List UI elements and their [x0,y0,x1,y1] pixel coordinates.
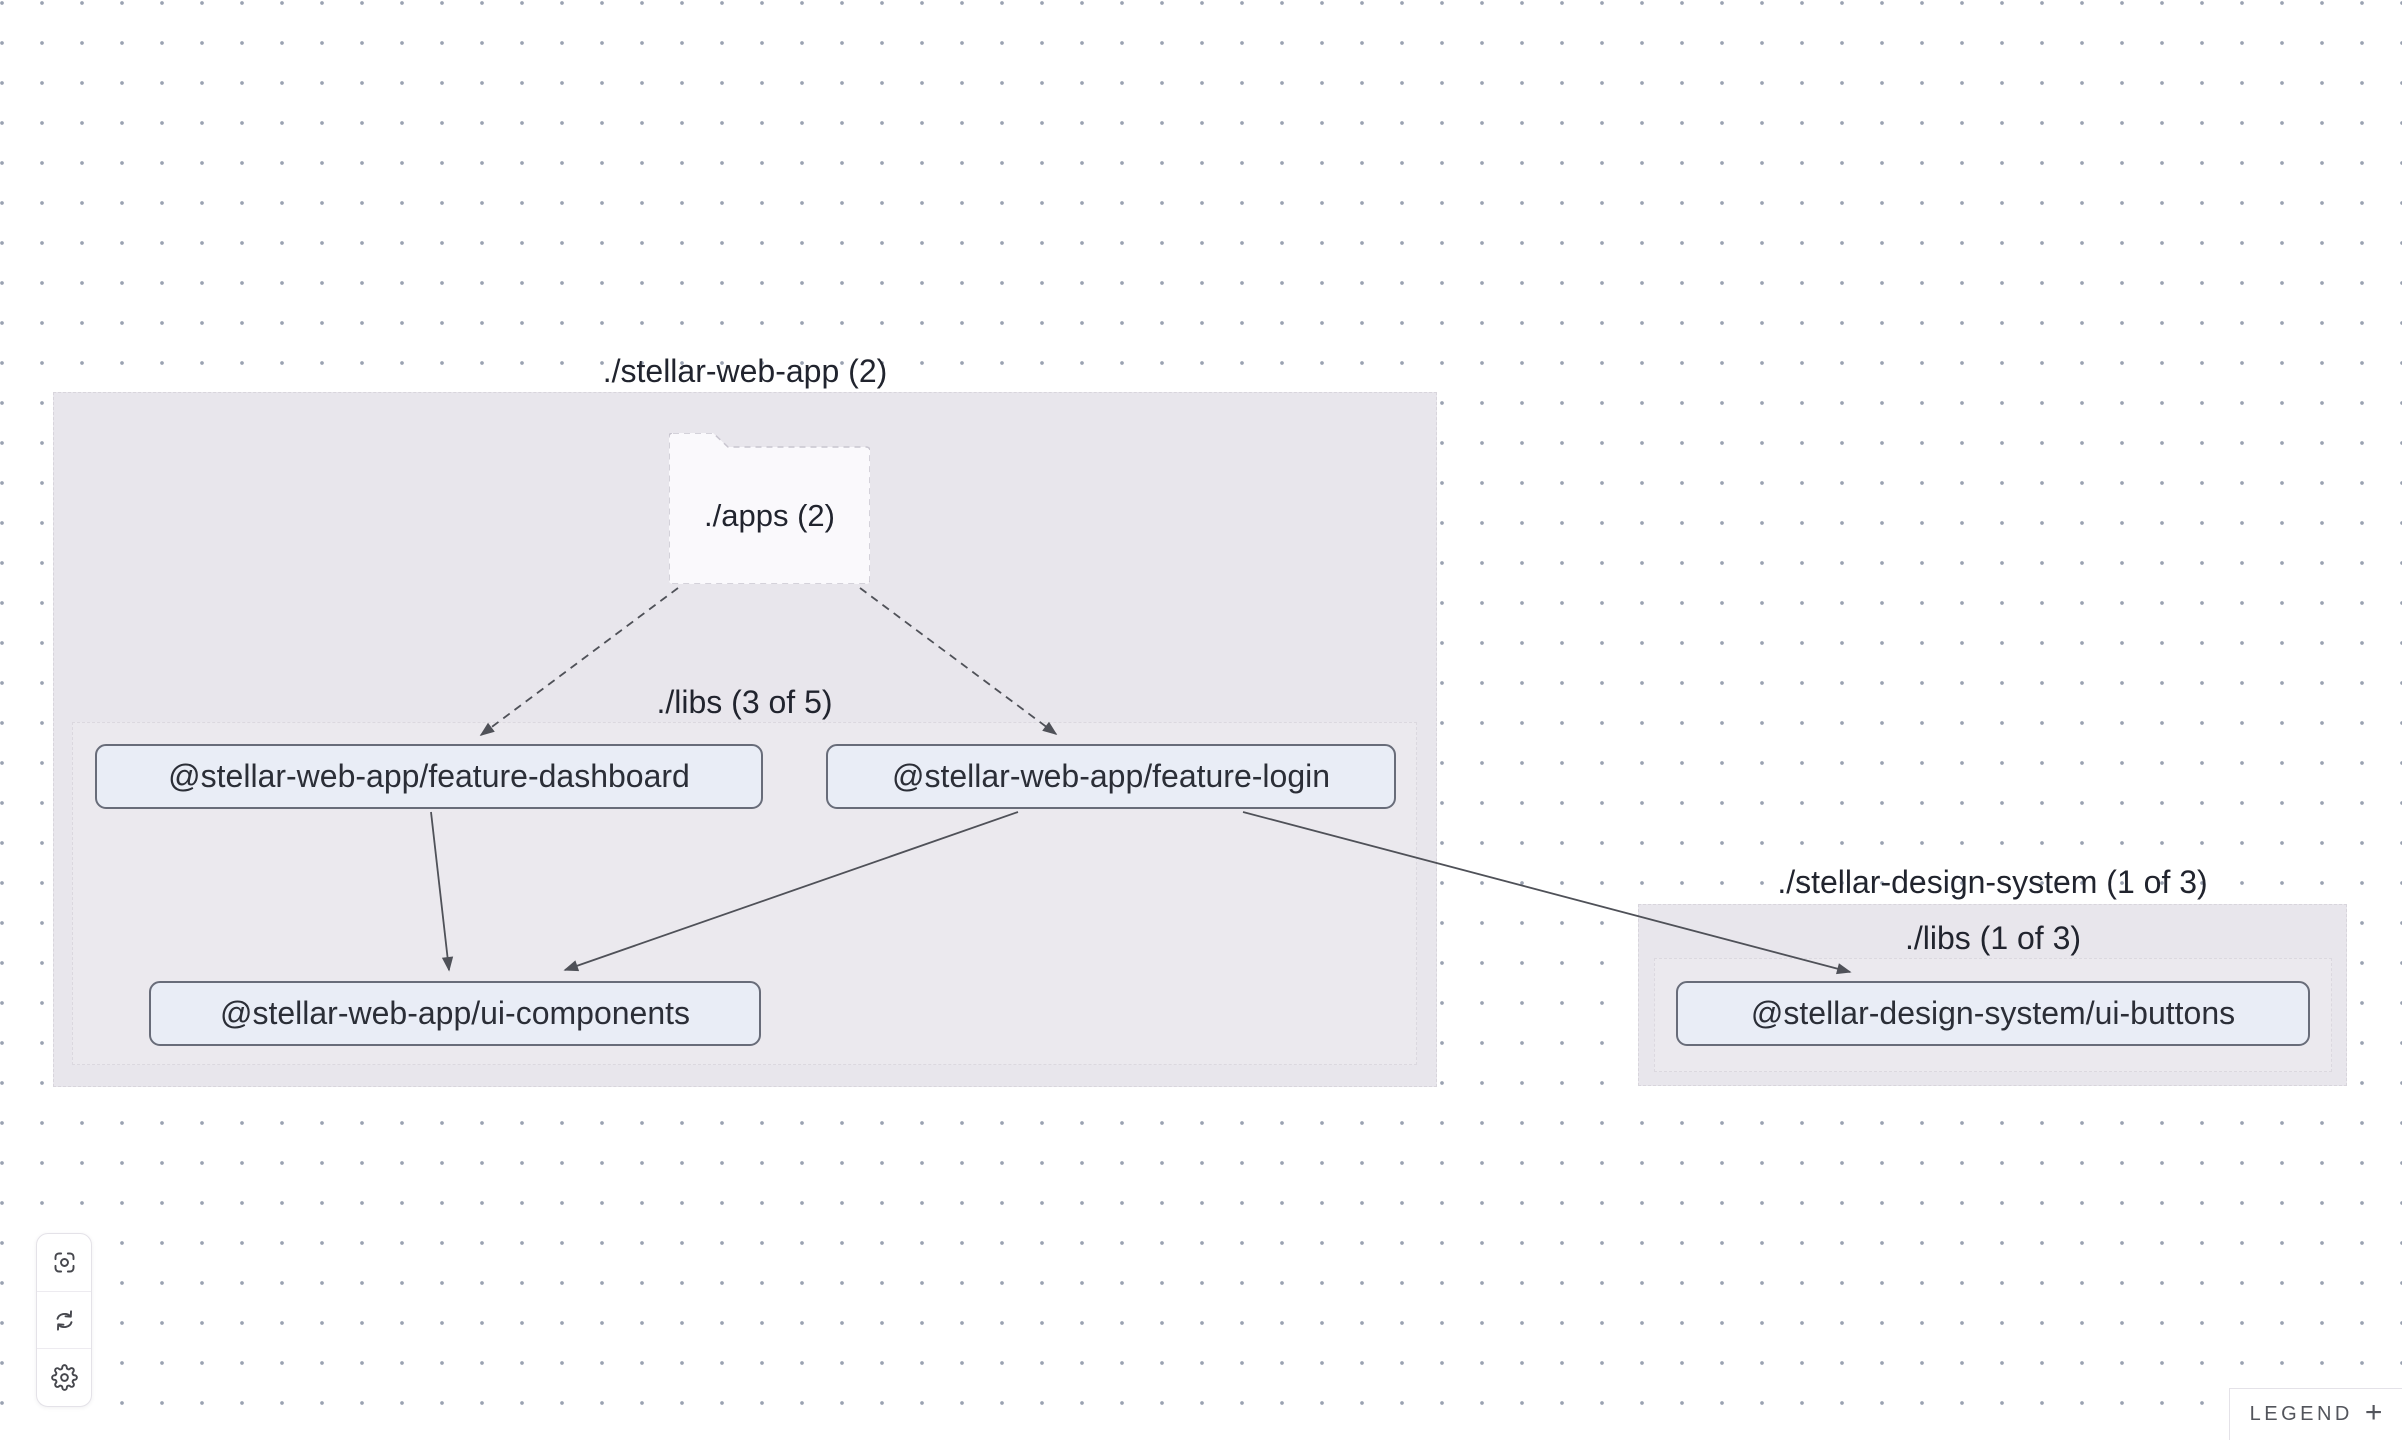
node-ui-buttons[interactable]: @stellar-design-system/ui-buttons [1676,981,2310,1046]
focus-icon [54,1252,74,1273]
settings-icon [50,1364,78,1391]
legend-label: LEGEND [2249,1403,2353,1425]
container-label-stellar-design-system: ./stellar-design-system (1 of 3) [1777,864,2208,900]
graph-toolbar [36,1233,92,1407]
focus-button[interactable] [37,1234,91,1291]
folder-icon [669,433,870,584]
edge-feature-login-ui-buttons [1242,811,1852,975]
container-label-stellar-design-system-libs: ./libs (1 of 3) [1904,920,2082,956]
node-feature-dashboard[interactable]: @stellar-web-app/feature-dashboard [95,744,763,809]
composite-node-apps[interactable]: ./apps (2) [669,433,870,584]
edge-apps-feature-login [859,587,1058,735]
node-feature-login[interactable]: @stellar-web-app/feature-login [826,744,1396,809]
plus-icon: + [2364,1396,2383,1429]
composite-node-label: ./apps (2) [704,497,835,533]
refresh-icon [56,1309,72,1331]
container-label-stellar-web-app-libs: ./libs (3 of 5) [656,684,833,720]
settings-button[interactable] [37,1348,91,1406]
edge-feature-dashboard-ui-components [430,811,454,972]
legend-toggle[interactable]: LEGEND + [2229,1388,2402,1440]
edge-feature-login-ui-components [563,811,1019,972]
refresh-button[interactable] [37,1290,91,1349]
container-label-stellar-web-app: ./stellar-web-app (2) [602,353,888,389]
node-ui-components[interactable]: @stellar-web-app/ui-components [149,981,761,1046]
